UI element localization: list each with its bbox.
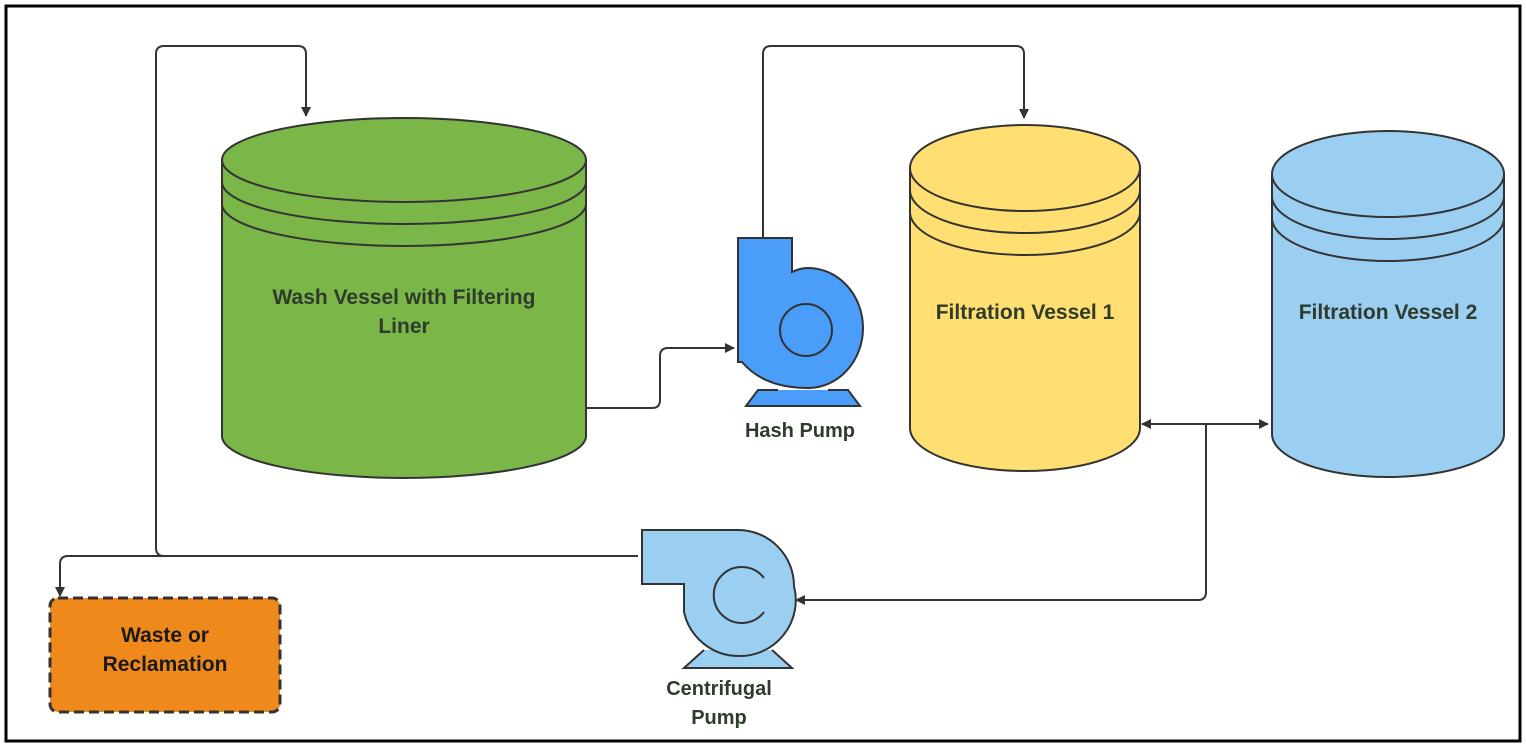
wash-vessel (221, 117, 587, 479)
line-hash-pump-to-filtration-1 (762, 45, 1029, 238)
line-filtration-to-centrifugal-pump (795, 424, 1207, 605)
filtration-vessel-2-label: Filtration Vessel 2 (1299, 301, 1478, 324)
wash-vessel-label-line2: Liner (378, 315, 429, 338)
centrifugal-pump-label-line1: Centrifugal (666, 678, 772, 700)
centrifugal-pump-label-line2: Pump (691, 707, 747, 729)
wash-vessel-label-line1: Wash Vessel with Filtering (273, 286, 536, 309)
connectors (55, 45, 1269, 605)
centrifugal-pump-icon (641, 529, 797, 669)
filtration-vessel-2 (1271, 130, 1505, 478)
filtration-vessel-1-label: Filtration Vessel 1 (936, 301, 1115, 324)
hash-pump-label: Hash Pump (745, 420, 855, 442)
line-wash-to-hash-pump (586, 343, 735, 409)
hash-pump-icon (737, 237, 864, 407)
filtration-vessel-1 (909, 124, 1141, 472)
waste-label-line1: Waste or (121, 624, 209, 647)
return-line-to-wash-vessel (155, 45, 638, 557)
waste-label-line2: Reclamation (103, 653, 228, 676)
waste-reclamation-box (48, 596, 282, 714)
line-to-waste (55, 555, 164, 597)
